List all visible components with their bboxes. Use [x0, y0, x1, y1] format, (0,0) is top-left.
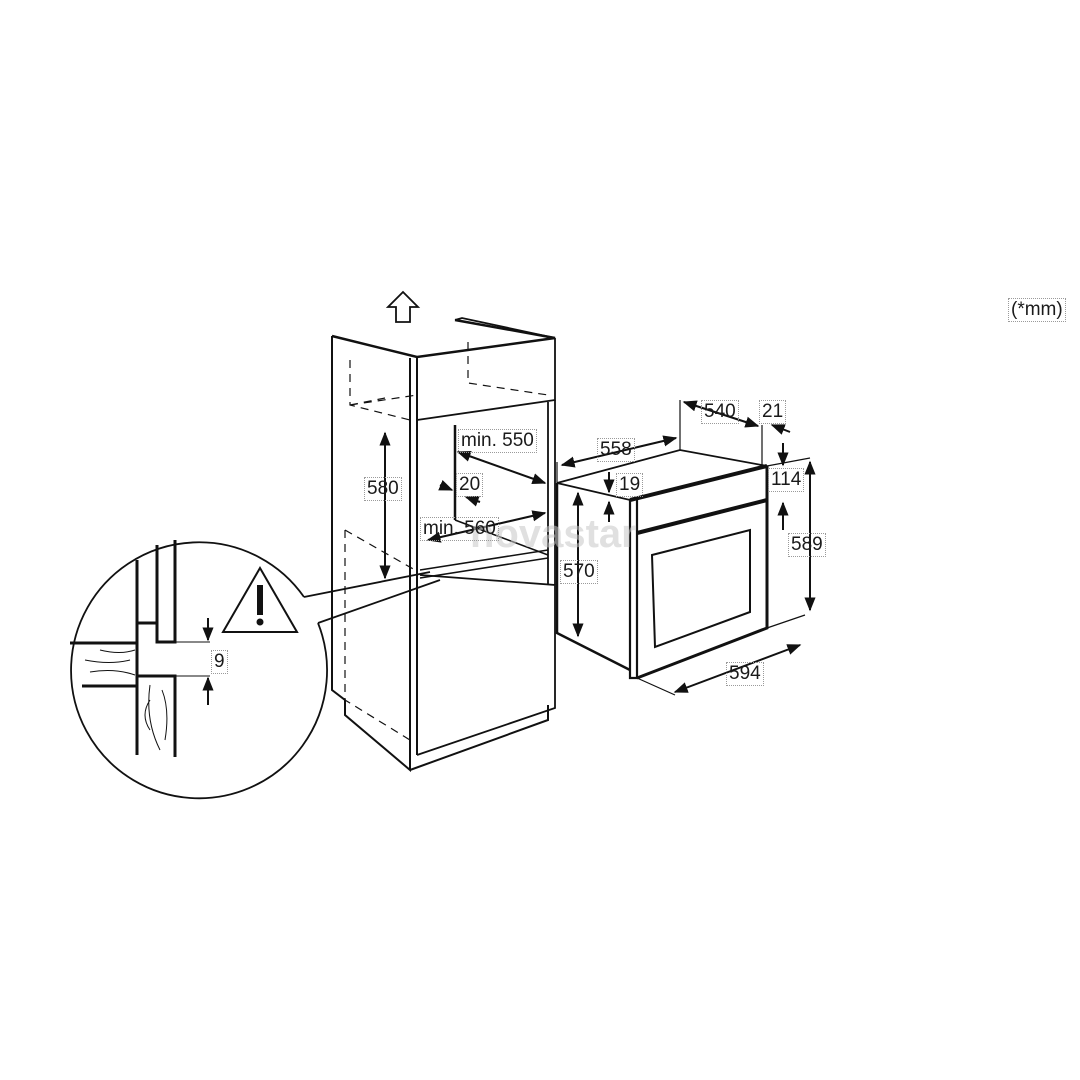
clearance-label: 9: [211, 650, 228, 674]
watermark: novastar: [470, 512, 637, 556]
niche-height-label: 580: [364, 477, 402, 501]
oven-body-height-label: 570: [560, 560, 598, 584]
niche-dimensions: [379, 431, 547, 580]
oven-panel-height-label: 114: [768, 468, 805, 492]
detail-circle: [70, 540, 328, 800]
detail-callout-lines: [303, 571, 441, 624]
oven-dimensions: [560, 400, 816, 693]
oven-depth-body-label: 540: [701, 400, 739, 424]
oven-front-width-label: 594: [726, 662, 764, 686]
niche-width-label: min. 560: [420, 517, 499, 541]
niche-depth-label: min. 550: [458, 429, 537, 453]
oven-front-height-label: 589: [788, 533, 826, 557]
arrow-up-icon: [385, 290, 421, 323]
oven-depth-total-label: 558: [597, 438, 635, 462]
oven-door-thickness-label: 21: [759, 400, 787, 424]
cabinet: [331, 317, 556, 773]
warning-triangle-icon: [221, 566, 299, 633]
oven-top-offset-label: 19: [616, 473, 644, 497]
unit-note: (*mm): [1008, 298, 1066, 322]
niche-gap-label: 20: [456, 473, 484, 497]
